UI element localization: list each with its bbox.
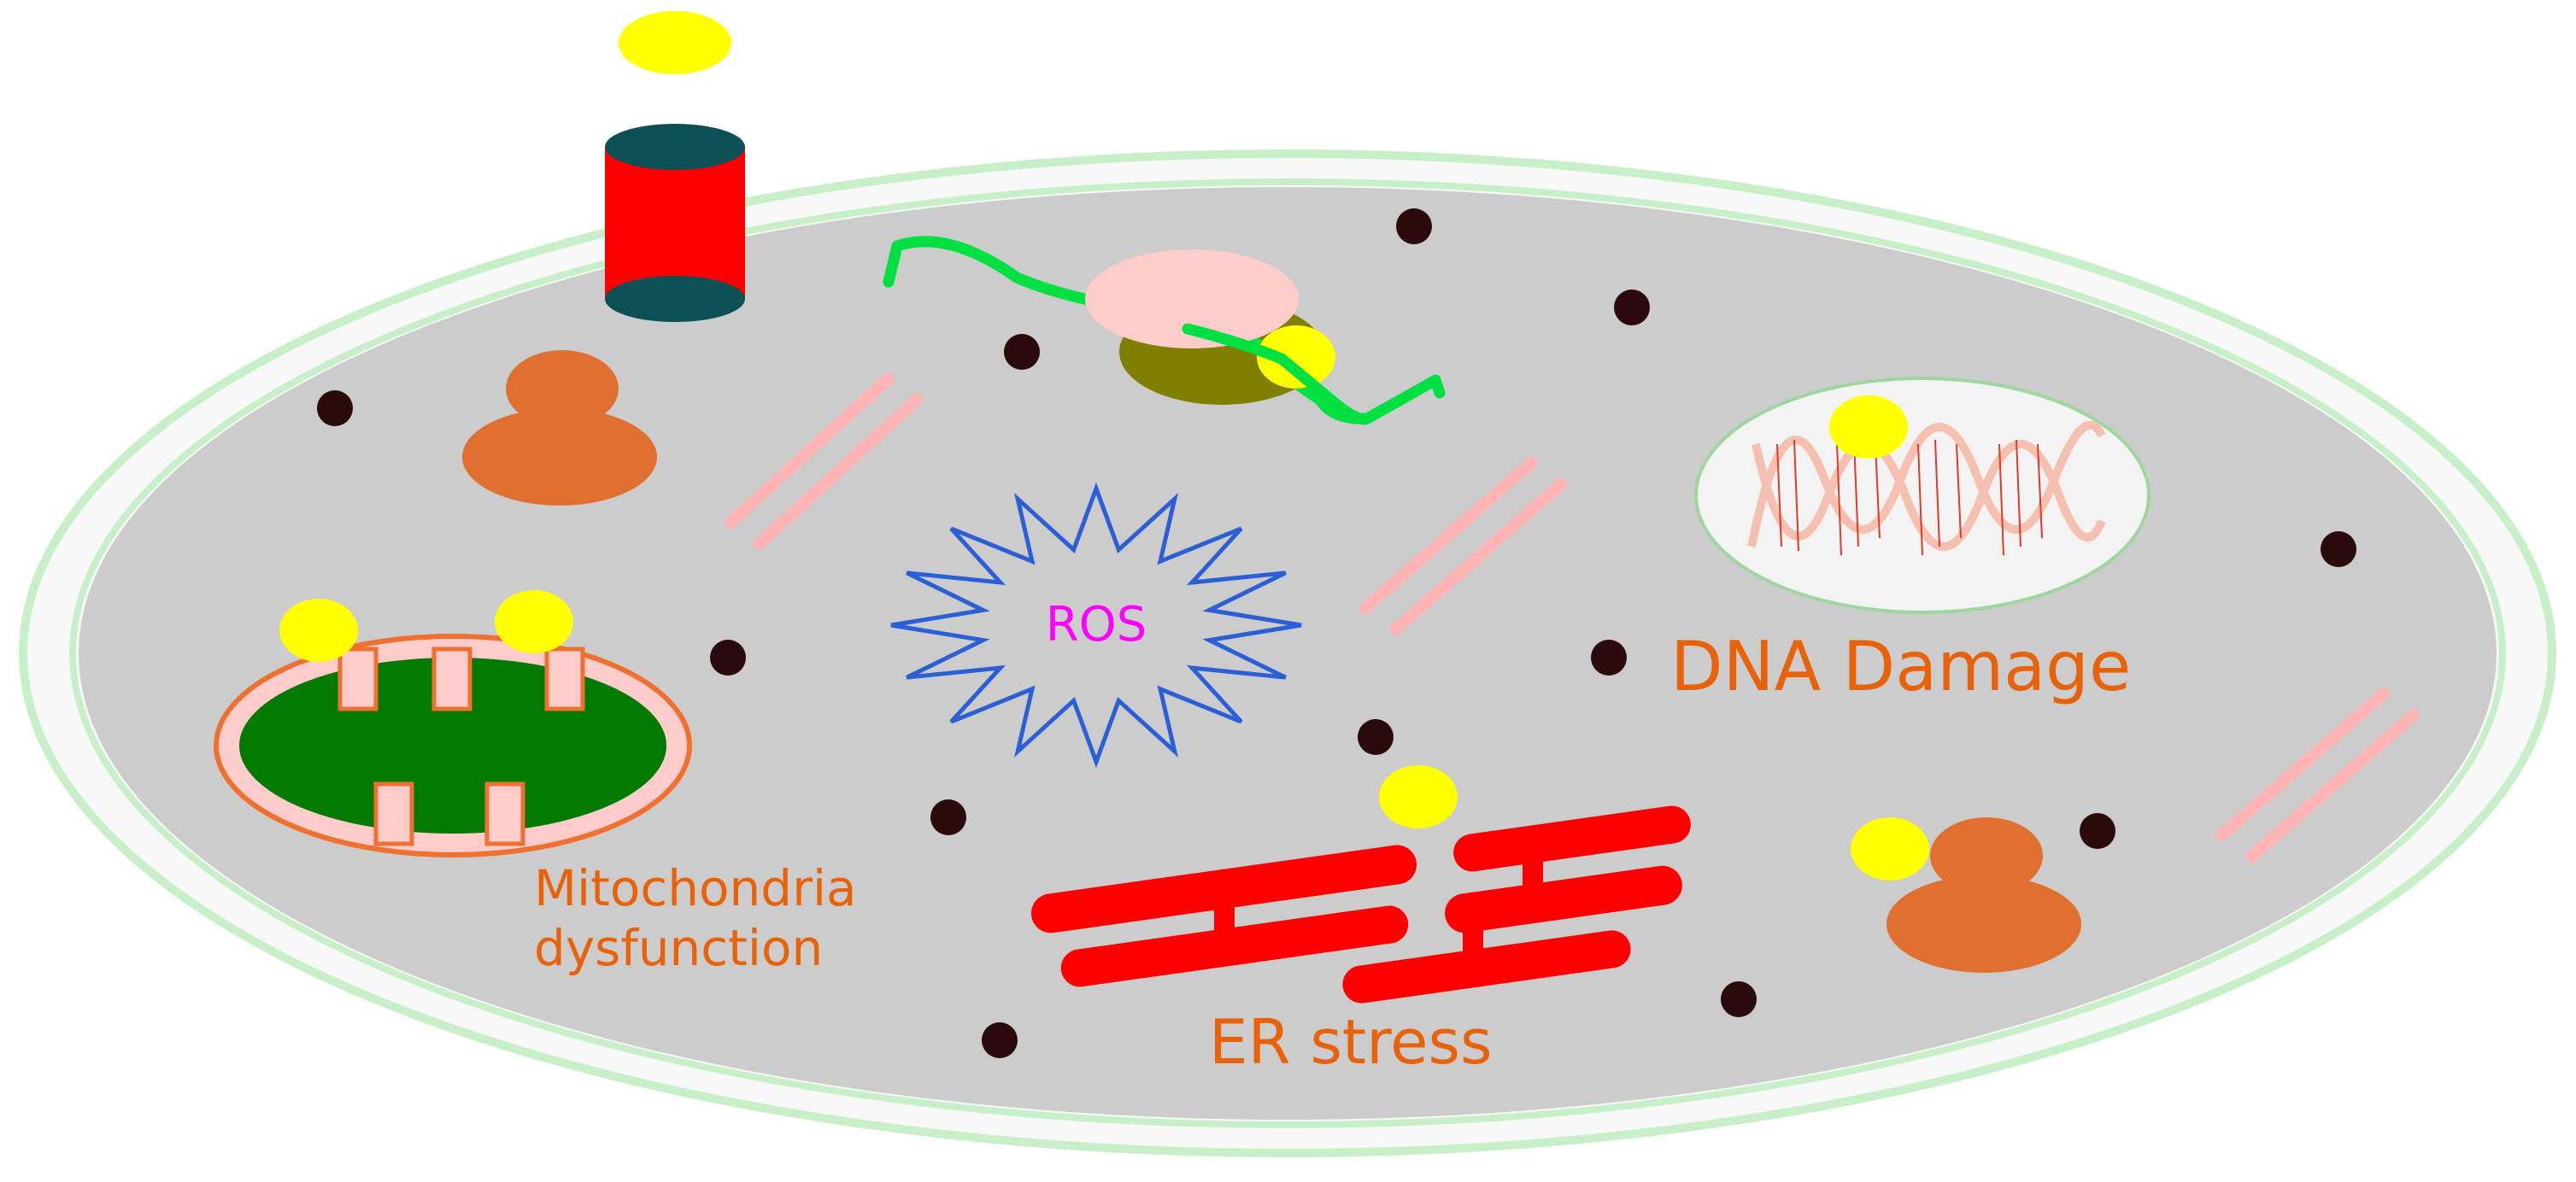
mito-label-line2: dysfunction bbox=[534, 919, 823, 977]
mito-marker-2 bbox=[495, 590, 573, 653]
golgi-marker bbox=[1851, 817, 1929, 881]
channel-ligand bbox=[619, 11, 731, 74]
er-marker bbox=[1379, 765, 1458, 828]
cytoplasm-particles bbox=[317, 208, 2356, 1058]
er-stress-label: ER stress bbox=[1209, 1006, 1493, 1078]
mito-label-line1: Mitochondria bbox=[534, 859, 857, 917]
ion-channel-icon bbox=[605, 11, 745, 322]
ros-label: ROS bbox=[1046, 597, 1147, 652]
golgi-icon bbox=[462, 350, 657, 506]
ribosome-mrna-icon bbox=[883, 236, 1446, 425]
cell-inner-membrane bbox=[69, 178, 2506, 1128]
ros-burst-icon: ROS bbox=[890, 482, 1302, 769]
endoplasmic-reticulum-icon bbox=[1030, 765, 1691, 1004]
mito-marker-1 bbox=[279, 599, 358, 662]
labels: DNA Damage Mitochondria dysfunction ER s… bbox=[534, 627, 2131, 1078]
filaments bbox=[725, 372, 2420, 863]
dna-marker bbox=[1829, 395, 1908, 459]
golgi-icon-2 bbox=[1851, 817, 2081, 973]
dna-damage-label: DNA Damage bbox=[1670, 627, 2131, 706]
ribosome-marker bbox=[1257, 325, 1335, 389]
mitochondrion-icon bbox=[214, 590, 692, 857]
nucleus-dna-icon bbox=[1694, 377, 2151, 614]
